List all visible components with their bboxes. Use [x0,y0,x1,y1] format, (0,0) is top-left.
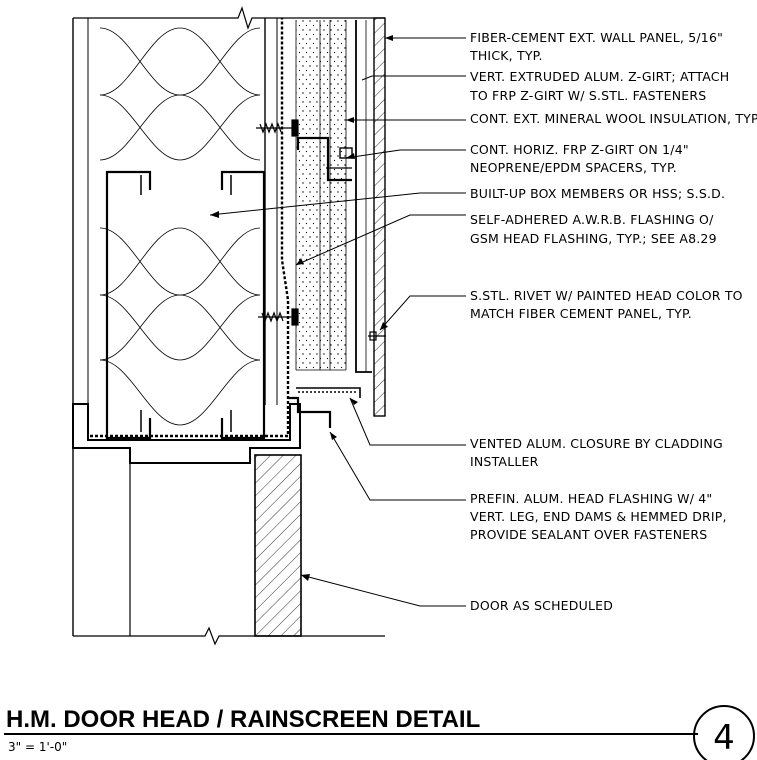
screw-fastener-lower [258,308,299,326]
detail-title: H.M. DOOR HEAD / RAINSCREEN DETAIL [6,706,480,733]
leader-lines [209,37,466,607]
note-rivet-1: S.STL. RIVET W/ PAINTED HEAD COLOR TO [470,288,743,303]
note-z-girt-2: TO FRP Z-GIRT W/ S.STL. FASTENERS [469,88,706,103]
box-members [105,170,266,440]
leader-arrows [210,35,393,581]
detail-number-circle [693,705,755,760]
door-frame-head [72,403,301,636]
note-fiber-cement-2: THICK, TYP. [469,48,543,63]
rivet [368,331,386,341]
notes: FIBER-CEMENT EXT. WALL PANEL, 5/16" THIC… [469,30,757,613]
note-head-flashing-3: PROVIDE SEALANT OVER FASTENERS [470,527,707,542]
detail-scale: 3" = 1'-0" [8,740,67,754]
note-mineral-wool: CONT. EXT. MINERAL WOOL INSULATION, TYP. [470,111,757,126]
note-door: DOOR AS SCHEDULED [470,598,613,613]
note-closure-1: VENTED ALUM. CLOSURE BY CLADDING [470,436,723,451]
note-head-flashing-2: VERT. LEG, END DAMS & HEMMED DRIP, [470,509,727,524]
batt-insulation [99,27,261,426]
title-block: H.M. DOOR HEAD / RAINSCREEN DETAIL 3" = … [4,705,755,760]
note-awrb-1: SELF-ADHERED A.W.R.B. FLASHING O/ [470,212,714,227]
awrb-membrane [90,18,290,438]
note-closure-2: INSTALLER [470,454,539,469]
detail-number: 4 [713,718,735,758]
note-fiber-cement-1: FIBER-CEMENT EXT. WALL PANEL, 5/16" [470,30,723,45]
fiber-cement-panel [373,17,386,417]
note-frp-z-girt-2: NEOPRENE/EPDM SPACERS, TYP. [470,160,677,175]
note-head-flashing-1: PREFIN. ALUM. HEAD FLASHING W/ 4" [470,491,712,506]
vented-closure [296,387,361,398]
note-box-members: BUILT-UP BOX MEMBERS OR HSS; S.S.D. [470,186,725,201]
note-awrb-2: GSM HEAD FLASHING, TYP.; SEE A8.29 [470,231,717,246]
head-flashing [288,396,332,428]
door-leaf [254,454,302,637]
vertical-z-girt [355,20,372,373]
screw-fastener-upper [256,119,299,137]
mineral-wool [296,20,346,370]
note-rivet-2: MATCH FIBER CEMENT PANEL, TYP. [470,306,692,321]
note-frp-z-girt-1: CONT. HORIZ. FRP Z-GIRT ON 1/4" [470,142,689,157]
note-z-girt-1: VERT. EXTRUDED ALUM. Z-GIRT; ATTACH [470,69,729,84]
